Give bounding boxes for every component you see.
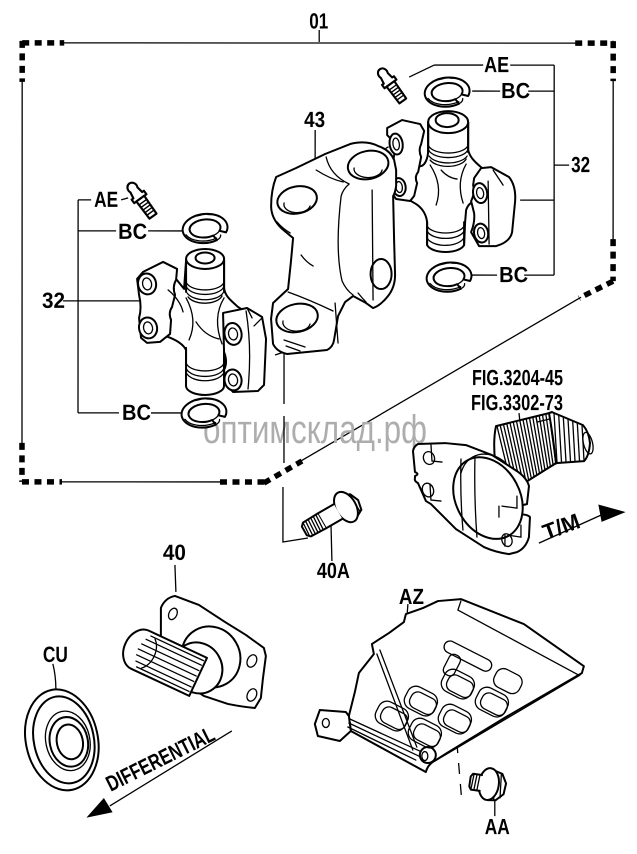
svg-text:40: 40: [163, 540, 186, 565]
svg-text:AE: AE: [94, 187, 118, 212]
svg-text:AA: AA: [485, 814, 510, 839]
svg-text:AZ: AZ: [399, 584, 424, 609]
svg-text:BC: BC: [118, 219, 147, 244]
svg-text:оптимсклад.рф: оптимсклад.рф: [203, 408, 427, 452]
svg-text:BC: BC: [501, 78, 530, 103]
svg-text:FIG.3204-45: FIG.3204-45: [472, 365, 563, 390]
svg-text:40A: 40A: [317, 558, 350, 583]
svg-text:32: 32: [42, 288, 65, 313]
svg-text:BC: BC: [122, 400, 151, 425]
svg-text:BC: BC: [499, 262, 528, 287]
svg-text:FIG.3302-73: FIG.3302-73: [471, 390, 563, 415]
svg-text:01: 01: [309, 8, 328, 33]
svg-text:CU: CU: [43, 642, 68, 667]
svg-text:43: 43: [304, 107, 325, 132]
svg-text:AE: AE: [484, 52, 509, 77]
svg-text:32: 32: [571, 152, 590, 177]
